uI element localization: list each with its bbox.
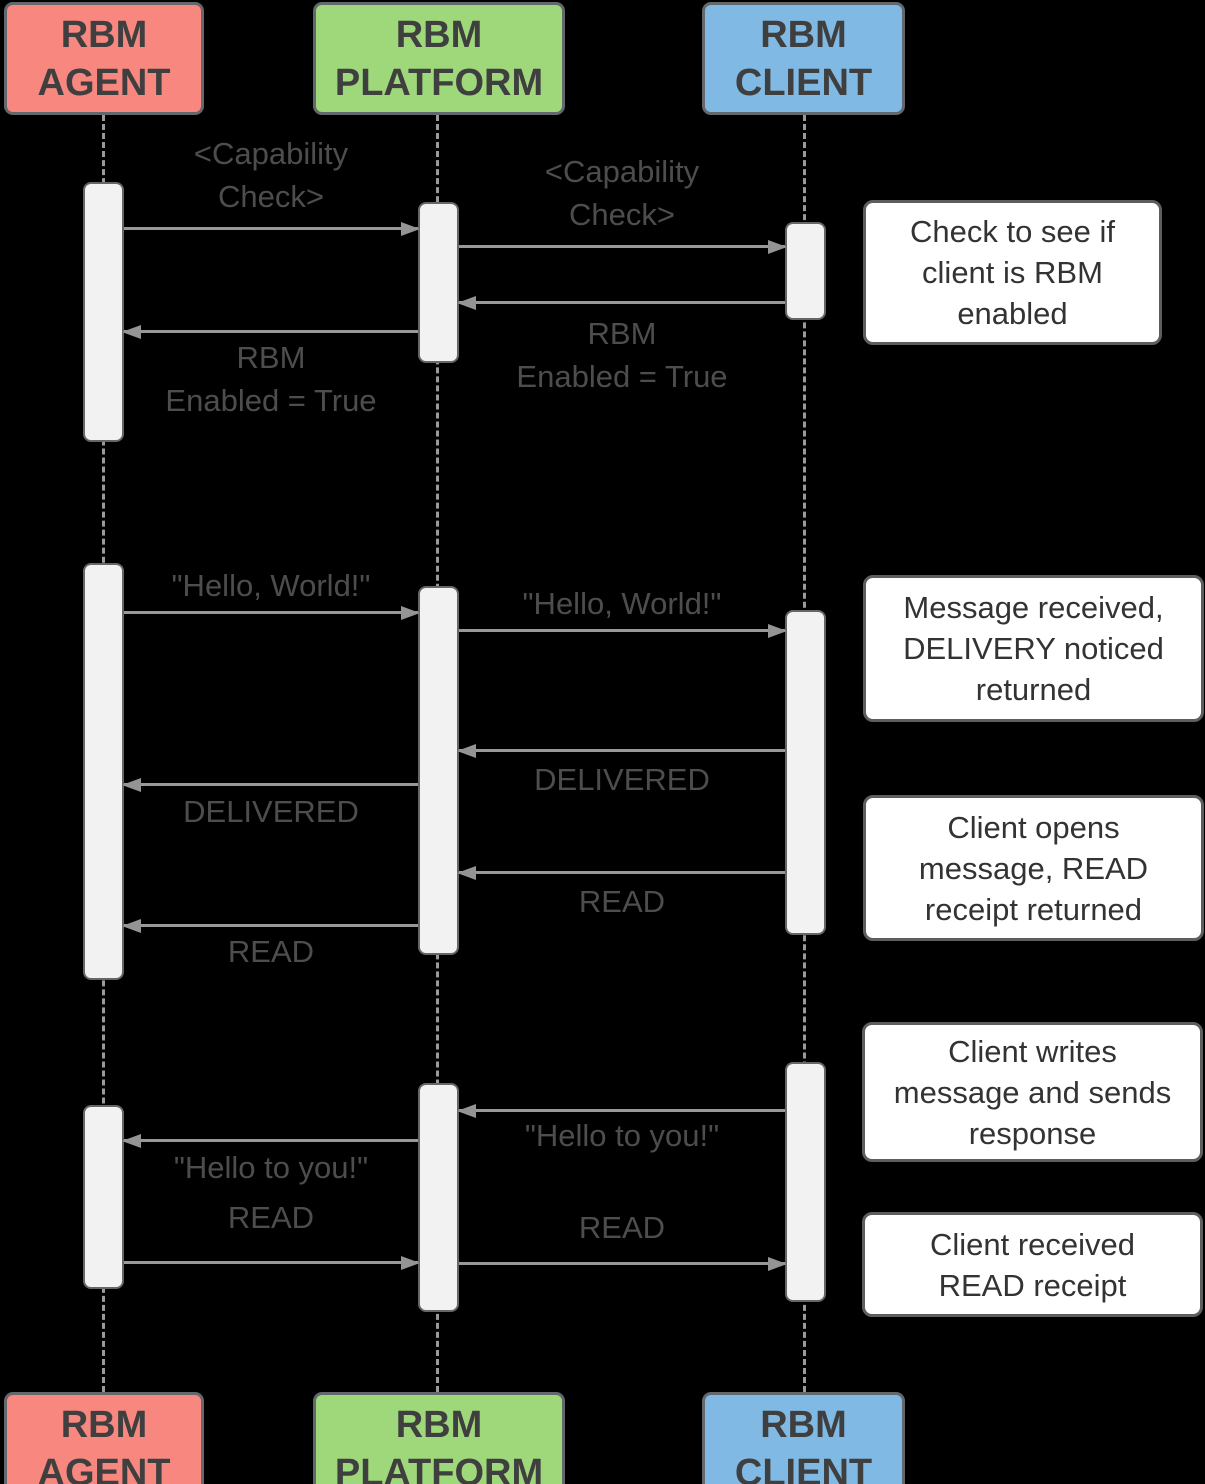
arrowhead-left-icon — [457, 296, 476, 310]
activation-bar-agent-3 — [83, 1105, 124, 1289]
message-arrow-0 — [124, 222, 420, 236]
arrowhead-left-icon — [122, 325, 141, 339]
message-label-6: DELIVERED — [534, 762, 710, 797]
message-label-3: RBM Enabled = True — [165, 340, 377, 418]
arrowhead-right-icon — [401, 606, 420, 620]
message-arrow-4 — [124, 606, 420, 620]
note-client-opens-message: Client opens message, READ receipt retur… — [863, 795, 1204, 941]
message-arrow-12 — [124, 1256, 420, 1270]
activation-bar-agent-1 — [83, 182, 124, 442]
arrowhead-left-icon — [122, 1134, 141, 1148]
message-label-8: READ — [578, 884, 666, 919]
activation-bar-client-1 — [785, 222, 826, 320]
message-label-11: "Hello to you!" — [173, 1150, 369, 1185]
actor-box-agent-top: RBM AGENT — [4, 2, 204, 115]
message-arrow-11 — [122, 1134, 418, 1148]
arrowhead-right-icon — [768, 1257, 787, 1271]
activation-bar-platform-3 — [418, 1083, 459, 1312]
message-arrow-7 — [122, 778, 418, 792]
message-label-0: <Capability Check> — [193, 136, 349, 214]
message-label-5: "Hello, World!" — [522, 586, 722, 621]
note-capability-check: Check to see if client is RBM enabled — [863, 200, 1162, 345]
actor-box-client-bottom: RBM CLIENT — [702, 1392, 905, 1484]
arrowhead-left-icon — [122, 919, 141, 933]
arrowhead-left-icon — [122, 778, 141, 792]
arrowhead-left-icon — [457, 1104, 476, 1118]
actor-box-client-top: RBM CLIENT — [702, 2, 905, 115]
message-arrow-9 — [122, 919, 418, 933]
message-arrow-5 — [459, 624, 787, 638]
arrowhead-right-icon — [401, 1256, 420, 1270]
message-arrow-6 — [457, 744, 785, 758]
activation-bar-client-3 — [785, 1062, 826, 1302]
actor-box-agent-bottom: RBM AGENT — [4, 1392, 204, 1484]
message-arrow-1 — [459, 240, 787, 254]
message-label-7: DELIVERED — [183, 794, 359, 829]
message-arrow-2 — [457, 296, 785, 310]
arrowhead-right-icon — [401, 222, 420, 236]
activation-bar-agent-2 — [83, 563, 124, 980]
message-arrow-3 — [122, 325, 418, 339]
note-client-writes-response: Client writes message and sends response — [862, 1022, 1203, 1162]
message-label-13: READ — [578, 1210, 666, 1245]
message-label-9: READ — [227, 934, 315, 969]
arrowhead-left-icon — [457, 744, 476, 758]
message-label-4: "Hello, World!" — [171, 568, 371, 603]
actor-box-platform-top: RBM PLATFORM — [313, 2, 565, 115]
actor-box-platform-bottom: RBM PLATFORM — [313, 1392, 565, 1484]
arrowhead-right-icon — [768, 240, 787, 254]
message-label-12: READ — [227, 1200, 315, 1235]
arrowhead-left-icon — [457, 866, 476, 880]
message-arrow-10 — [457, 1104, 785, 1118]
activation-bar-platform-1 — [418, 202, 459, 363]
note-client-received-read: Client received READ receipt — [862, 1212, 1203, 1317]
note-message-received: Message received, DELIVERY noticed retur… — [863, 575, 1204, 722]
message-arrow-13 — [459, 1257, 787, 1271]
activation-bar-client-2 — [785, 610, 826, 935]
arrowhead-right-icon — [768, 624, 787, 638]
message-label-1: <Capability Check> — [544, 154, 700, 232]
message-label-10: "Hello to you!" — [524, 1118, 720, 1153]
activation-bar-platform-2 — [418, 586, 459, 955]
message-arrow-8 — [457, 866, 785, 880]
message-label-2: RBM Enabled = True — [516, 316, 728, 394]
